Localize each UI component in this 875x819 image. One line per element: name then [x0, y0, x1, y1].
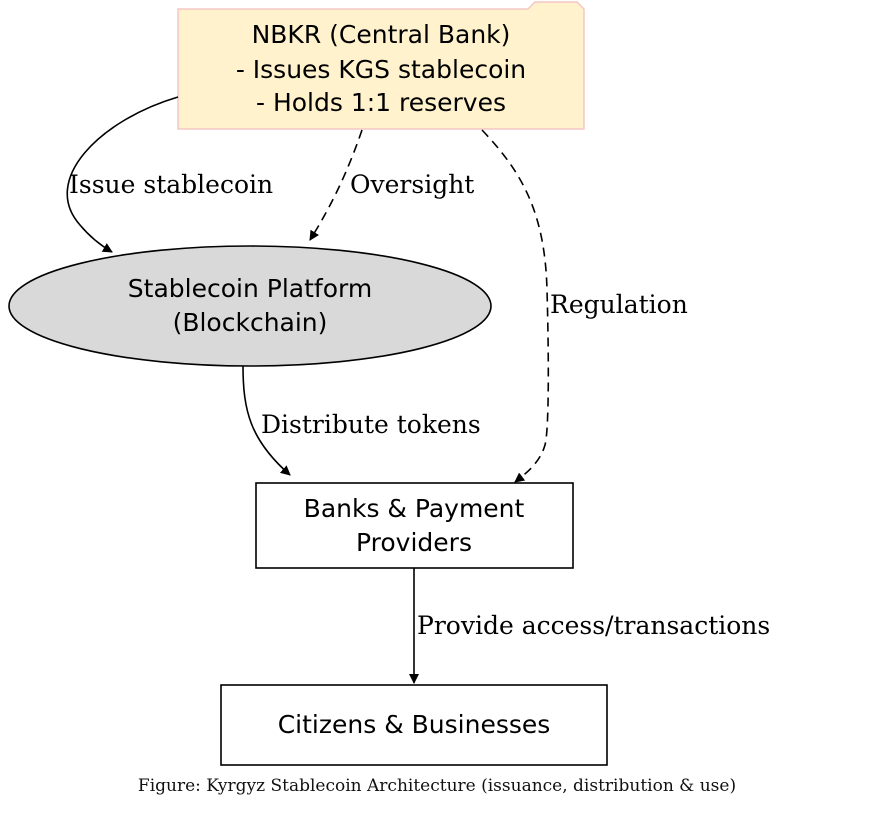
edge-oversight: Oversight [309, 129, 474, 241]
citizens-box-shape [220, 684, 608, 766]
nbkr-label-line-2: - Issues KGS stablecoin [236, 55, 526, 84]
edge-issue-stablecoin-line [66, 96, 179, 253]
edge-oversight-label: Oversight [350, 170, 474, 199]
nbkr-folder-shape [177, 1, 585, 130]
edge-regulation: Regulation [481, 129, 688, 483]
node-platform[interactable]: Stablecoin Platform (Blockchain) [8, 245, 492, 367]
banks-label-line-1: Banks & Payment [304, 494, 525, 523]
edge-issue-stablecoin-label: Issue stablecoin [69, 170, 273, 199]
edge-distribute-tokens-label: Distribute tokens [261, 410, 481, 439]
node-citizens[interactable]: Citizens & Businesses [220, 684, 608, 766]
citizens-label-line-1: Citizens & Businesses [278, 710, 551, 739]
figure-caption: Figure: Kyrgyz Stablecoin Architecture (… [138, 776, 736, 796]
nbkr-label-line-3: - Holds 1:1 reserves [256, 88, 506, 117]
node-banks[interactable]: Banks & Payment Providers [255, 482, 574, 569]
edge-regulation-label: Regulation [550, 290, 688, 319]
edge-provide-access: Provide access/transactions [409, 568, 770, 684]
edge-regulation-line [481, 129, 550, 483]
edge-oversight-line [309, 129, 363, 241]
banks-box-shape [255, 482, 574, 569]
banks-label-line-2: Providers [356, 528, 472, 557]
platform-label-line-2: (Blockchain) [173, 308, 328, 337]
platform-ellipse-shape [8, 245, 492, 367]
edge-issue-stablecoin: Issue stablecoin [66, 96, 273, 253]
edge-distribute-tokens: Distribute tokens [242, 365, 481, 476]
platform-label-line-1: Stablecoin Platform [128, 274, 372, 303]
edge-provide-access-label: Provide access/transactions [417, 611, 770, 640]
nbkr-label-line-1: NBKR (Central Bank) [252, 20, 511, 49]
node-nbkr[interactable]: NBKR (Central Bank) - Issues KGS stablec… [177, 1, 585, 130]
edge-distribute-tokens-line [242, 365, 291, 476]
